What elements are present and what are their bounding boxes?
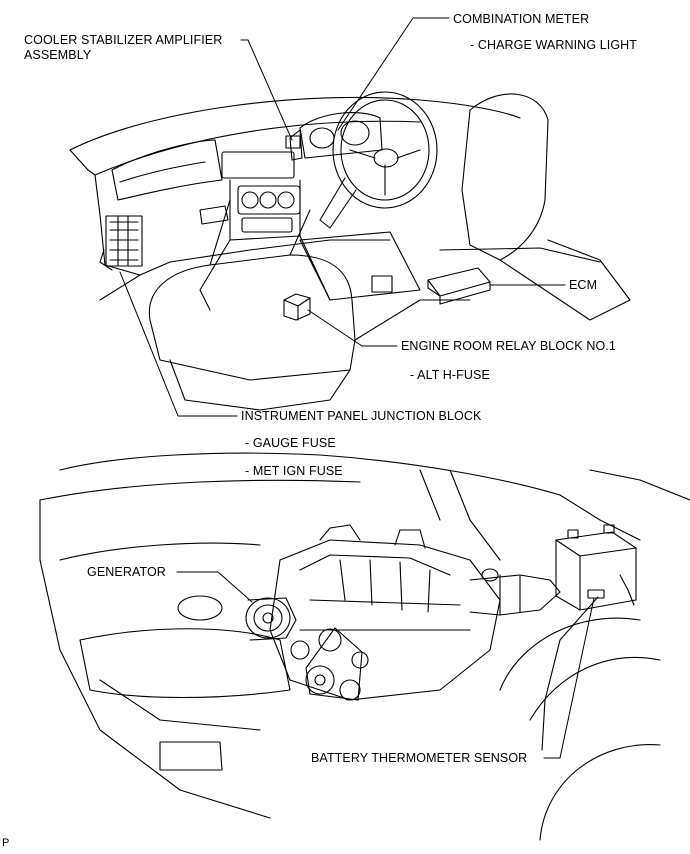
leader-lines — [119, 17, 595, 759]
dashboard-drawing — [69, 91, 631, 411]
battery-thermometer-sensor-label: BATTERY THERMOMETER SENSOR — [311, 751, 528, 765]
ecm-label: ECM — [569, 278, 598, 292]
met-ign-fuse-label: - MET IGN FUSE — [245, 464, 343, 478]
cooler-stabilizer-amplifier-label: COOLER STABILIZER AMPLIFIER — [24, 33, 223, 47]
instrument-panel-junction-block-label: INSTRUMENT PANEL JUNCTION BLOCK — [241, 409, 482, 423]
charge-warning-light-label: - CHARGE WARNING LIGHT — [470, 38, 638, 52]
engine-room-relay-block-label: ENGINE ROOM RELAY BLOCK NO.1 — [401, 339, 616, 353]
engine-bay-drawing — [39, 452, 690, 841]
combination-meter-label: COMBINATION METER — [453, 12, 590, 26]
alt-h-fuse-label: - ALT H-FUSE — [410, 368, 490, 382]
cooler-stabilizer-amplifier-label-line2: ASSEMBLY — [24, 48, 92, 62]
gauge-fuse-label: - GAUGE FUSE — [245, 436, 336, 450]
generator-label: GENERATOR — [87, 565, 166, 579]
page-marker: P — [2, 837, 10, 849]
